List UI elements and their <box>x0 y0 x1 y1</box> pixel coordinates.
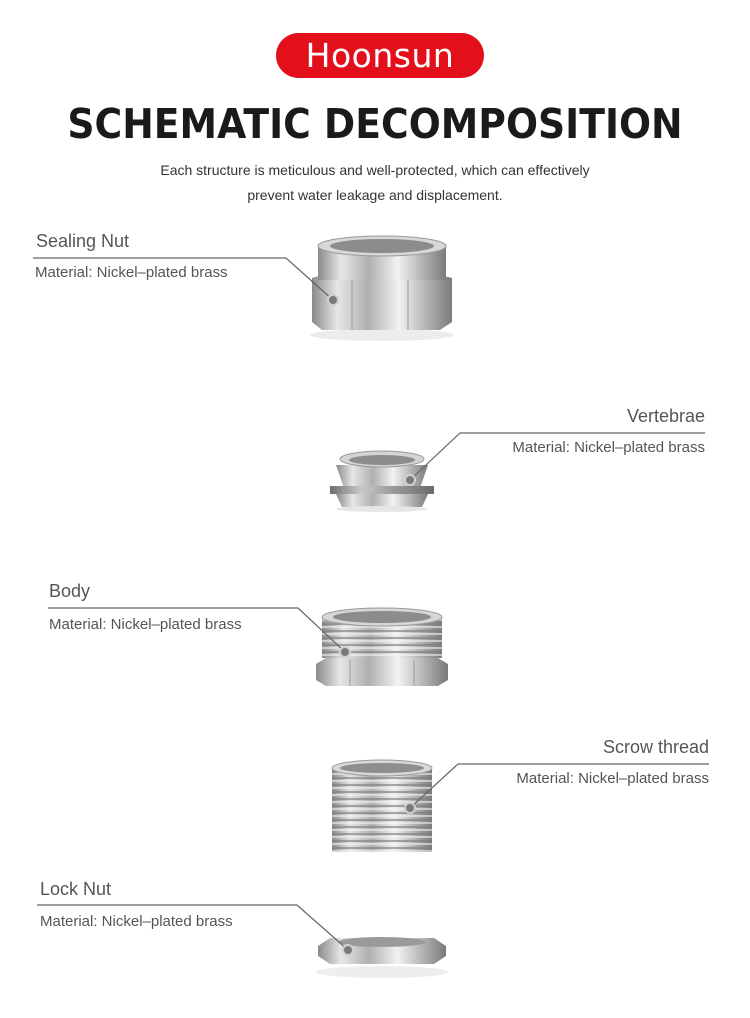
vertebrae-material: Material: Nickel–plated brass <box>512 439 705 456</box>
lock-nut-image <box>316 937 448 978</box>
subtitle-line-2: prevent water leakage and displacement. <box>247 187 503 203</box>
brand-logo: Hoonsun <box>276 33 484 78</box>
vertebrae-label: Vertebrae <box>626 406 705 426</box>
sealing-nut-label: Sealing Nut <box>36 231 130 251</box>
page-title: SCHEMATIC DECOMPOSITION <box>67 100 683 148</box>
brand-logo-text: Hoonsun <box>305 36 455 75</box>
body-material: Material: Nickel–plated brass <box>49 616 242 633</box>
screw-thread-image <box>331 759 433 852</box>
sealing-nut-material: Material: Nickel–plated brass <box>35 264 228 281</box>
body-image <box>316 607 448 686</box>
body-label: Body <box>49 581 91 601</box>
sealing-nut-image <box>310 235 454 341</box>
lock-nut-label: Lock Nut <box>40 879 112 899</box>
screw-thread-label: Scrow thread <box>602 737 709 757</box>
lock-nut-material: Material: Nickel–plated brass <box>40 913 233 930</box>
vertebrae-image <box>330 450 434 512</box>
screw-thread-material: Material: Nickel–plated brass <box>516 770 709 787</box>
callout-lines <box>33 257 709 951</box>
callout-dots <box>327 294 416 956</box>
subtitle-line-1: Each structure is meticulous and well-pr… <box>160 162 590 178</box>
